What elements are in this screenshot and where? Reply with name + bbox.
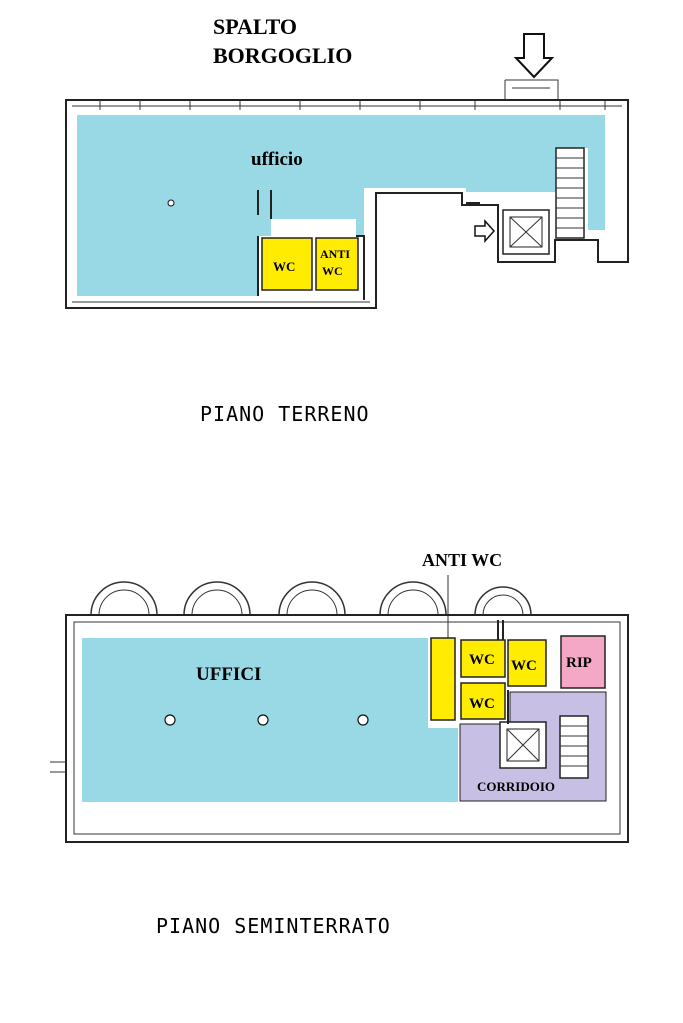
wc-room-b xyxy=(507,639,547,687)
offices-label: UFFICI xyxy=(196,664,261,685)
office-area xyxy=(77,115,605,296)
wc-label-a: WC xyxy=(469,652,495,668)
column xyxy=(357,714,369,726)
basement-title: PIANO SEMINTERRATO xyxy=(156,914,391,938)
elevator xyxy=(502,209,550,255)
corridor-label: CORRIDOIO xyxy=(477,779,555,794)
ground-floor-plan: ufficio WC ANTI WC xyxy=(65,79,629,309)
entrance-arrow-icon xyxy=(513,33,555,79)
street-name-line2: BORGOGLIO xyxy=(213,43,352,68)
column xyxy=(164,714,176,726)
side-entrance-arrow-icon xyxy=(474,219,496,243)
column xyxy=(257,714,269,726)
basement-plan: UFFICI WC WC WC RIP CORRIDOIO xyxy=(50,581,629,843)
ground-floor-title: PIANO TERRENO xyxy=(200,402,370,426)
offices-area xyxy=(82,638,458,802)
wc-room-c xyxy=(460,682,506,720)
storage-room xyxy=(560,635,606,689)
anti-wc-label-line1: ANTI xyxy=(320,247,350,261)
storage-label: RIP xyxy=(566,655,592,671)
office-label: ufficio xyxy=(251,149,303,170)
street-name-line1: SPALTO xyxy=(213,14,297,39)
elevator xyxy=(499,721,547,769)
anti-wc-room xyxy=(430,637,456,721)
column xyxy=(167,199,175,207)
stairs xyxy=(555,147,585,239)
wc-label: WC xyxy=(273,259,295,274)
anti-wc-room xyxy=(315,237,359,291)
anti-wc-label-line2: WC xyxy=(322,264,343,278)
anti-wc-callout: ANTI WC xyxy=(422,550,502,570)
wc-label-b: WC xyxy=(511,658,537,674)
wc-room-a xyxy=(460,639,506,678)
wc-label-c: WC xyxy=(469,696,495,712)
stairs xyxy=(559,715,589,779)
wc-room xyxy=(261,237,313,291)
